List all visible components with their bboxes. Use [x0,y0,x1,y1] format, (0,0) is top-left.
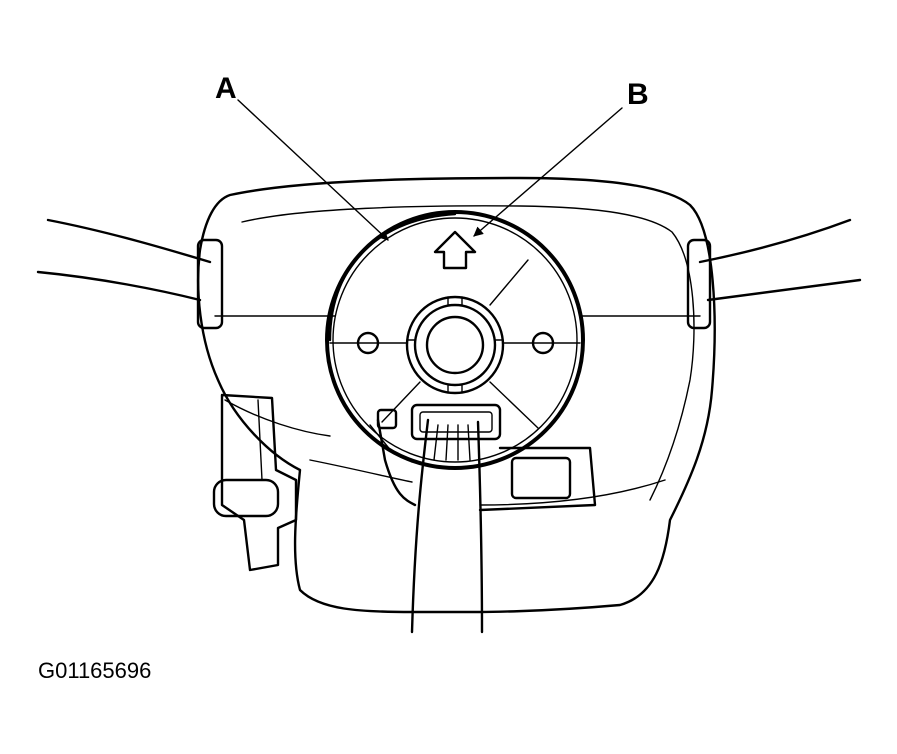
cruise-switch-left [212,393,298,572]
callout-label-a: A [215,72,237,105]
clockspring-connector [410,403,502,441]
wiring-harness [410,418,484,634]
clockspring-rings [325,210,585,470]
clockspring-center-bore [405,295,505,395]
figure-id: G01165696 [38,658,152,683]
steering-hub-body [196,176,716,614]
callout-label-b: B [627,78,649,111]
clockspring-ribs [329,259,581,429]
leader-line-b [473,107,623,237]
alignment-arrow-mark [433,230,477,270]
leader-line-a [237,99,389,241]
locking-tab [376,408,398,430]
mounting-hole-right [531,331,555,355]
wheel-rim-left [36,218,212,302]
mounting-hole-left [356,331,380,355]
wheel-rim-right [698,218,862,302]
